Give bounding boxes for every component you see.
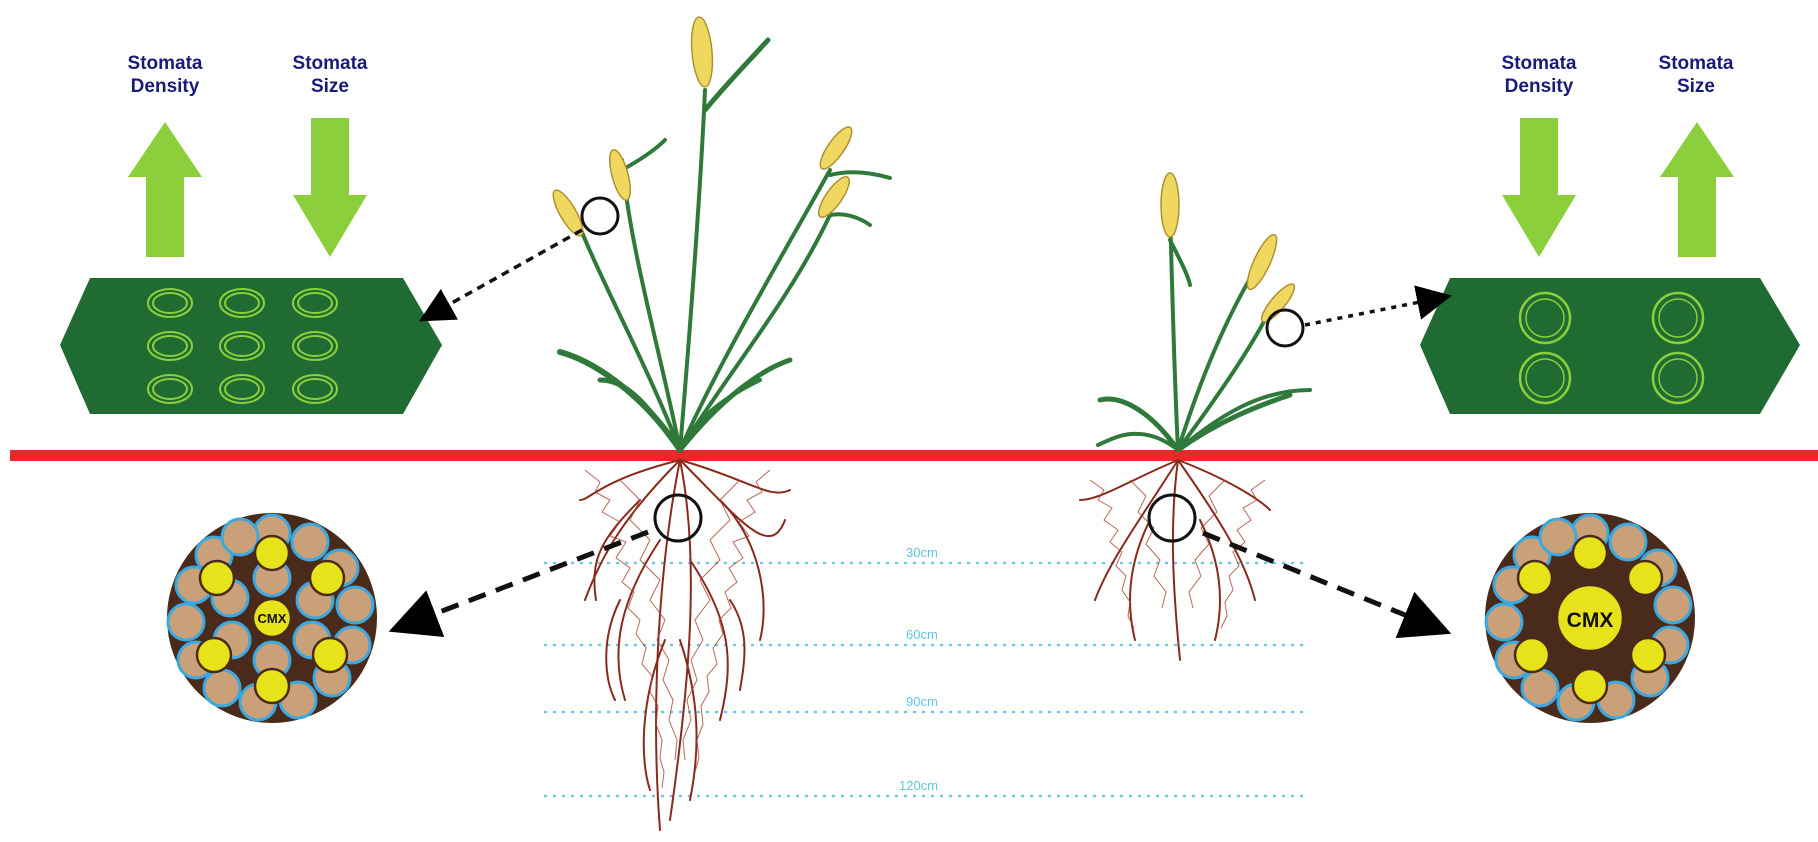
leaf-panel-left (60, 278, 442, 414)
cmx-label-right: CMX (1567, 609, 1614, 632)
leaf-panel-right (1420, 278, 1800, 414)
depth-label-60cm: 60cm (906, 627, 938, 642)
root-fibers-right (1090, 480, 1265, 628)
depth-lines (545, 563, 1310, 796)
density-up-arrow-left (128, 122, 202, 257)
depth-label-30cm: 30cm (906, 545, 938, 560)
depth-label-90cm: 90cm (906, 694, 938, 709)
stomata-density-label-left: Stomata Density (105, 52, 225, 98)
wheat-heads-right (1161, 173, 1299, 326)
plant-shoot-right (1098, 210, 1310, 450)
roots-left (580, 460, 790, 830)
depth-label-120cm: 120cm (899, 778, 938, 793)
label-line-2: Size (270, 75, 390, 98)
magnifier-leaf-left (582, 198, 618, 234)
pointer-leaf-right (1305, 297, 1445, 325)
soil-line (10, 450, 1818, 461)
label-line-1: Stomata (1479, 52, 1599, 75)
cmx-label-left: CMX (258, 611, 287, 626)
label-line-1: Stomata (105, 52, 225, 75)
magnifier-root-left (655, 495, 701, 541)
pointer-leaf-left (425, 230, 582, 318)
stomata-size-label-left: Stomata Size (270, 52, 390, 98)
label-line-1: Stomata (1636, 52, 1756, 75)
stomata-density-label-right: Stomata Density (1479, 52, 1599, 98)
label-line-2: Density (1479, 75, 1599, 98)
stomata-size-label-right: Stomata Size (1636, 52, 1756, 98)
plant-shoot-left (560, 40, 890, 450)
density-down-arrow-right (1502, 118, 1576, 257)
roots-right (1080, 460, 1270, 660)
size-up-arrow-right (1660, 122, 1734, 257)
label-line-2: Density (105, 75, 225, 98)
magnifier-leaf-right (1267, 310, 1303, 346)
pointer-root-left (398, 532, 648, 628)
size-down-arrow-left (293, 118, 367, 257)
pointer-root-right (1203, 533, 1442, 630)
label-line-2: Size (1636, 75, 1756, 98)
label-line-1: Stomata (270, 52, 390, 75)
